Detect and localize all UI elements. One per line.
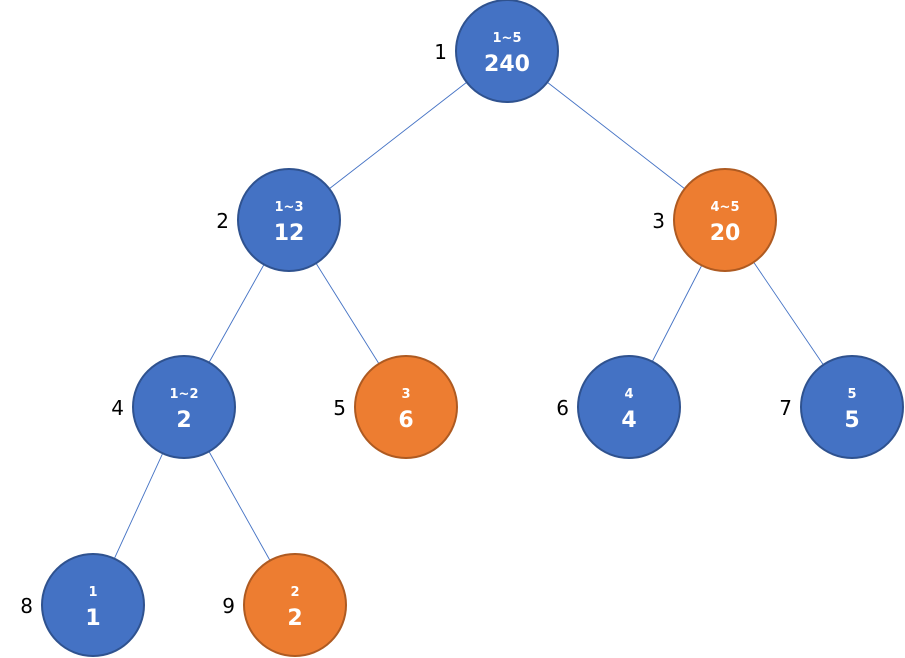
tree-node-1: 1~5 240 1 — [434, 0, 559, 103]
node-range-label: 4 — [624, 387, 633, 402]
node-index-label: 3 — [652, 209, 665, 233]
node-index-label: 7 — [779, 396, 792, 420]
node-range-label: 5 — [847, 387, 856, 402]
node-range-label: 4~5 — [711, 200, 740, 215]
node-range-label: 1~5 — [493, 31, 522, 46]
node-range-label: 3 — [401, 387, 410, 402]
node-index-label: 1 — [434, 40, 447, 64]
node-circle — [243, 553, 347, 657]
node-circle — [237, 168, 341, 272]
tree-node-4: 1~2 2 4 — [111, 355, 236, 459]
tree-node-3: 4~5 20 3 — [652, 168, 777, 272]
node-value-label: 240 — [484, 52, 530, 77]
node-circle — [132, 355, 236, 459]
node-value-label: 6 — [398, 408, 413, 433]
edge-1-3 — [546, 81, 686, 190]
node-index-label: 4 — [111, 396, 124, 420]
node-range-label: 2 — [290, 585, 299, 600]
node-index-label: 2 — [216, 209, 229, 233]
nodes-layer: 1~5 240 1 1~3 12 2 4~5 20 3 1~2 2 4 3 6 5 4 4 6 5 5 7 1 1 8 2 2 9 — [20, 0, 904, 657]
node-circle — [577, 355, 681, 459]
node-circle — [800, 355, 904, 459]
node-value-label: 5 — [844, 408, 859, 433]
node-value-label: 4 — [621, 408, 636, 433]
node-value-label: 2 — [287, 606, 302, 631]
node-value-label: 20 — [710, 221, 741, 246]
node-range-label: 1~3 — [275, 200, 304, 215]
node-circle — [455, 0, 559, 103]
edge-1-2 — [328, 81, 468, 190]
node-index-label: 5 — [333, 396, 346, 420]
node-index-label: 6 — [556, 396, 569, 420]
node-circle — [41, 553, 145, 657]
node-index-label: 9 — [222, 594, 235, 618]
edges-layer — [113, 81, 825, 562]
tree-node-6: 4 4 6 — [556, 355, 681, 459]
node-range-label: 1 — [88, 585, 97, 600]
tree-node-8: 1 1 8 — [20, 553, 145, 657]
node-circle — [354, 355, 458, 459]
node-index-label: 8 — [20, 594, 33, 618]
tree-node-9: 2 2 9 — [222, 553, 347, 657]
node-value-label: 1 — [85, 606, 100, 631]
node-value-label: 2 — [176, 408, 191, 433]
edge-3-7 — [752, 261, 825, 366]
tree-node-2: 1~3 12 2 — [216, 168, 341, 272]
edge-2-5 — [315, 262, 380, 365]
edge-4-9 — [208, 450, 271, 562]
node-range-label: 1~2 — [170, 387, 199, 402]
edge-4-8 — [113, 452, 164, 560]
tree-node-7: 5 5 7 — [779, 355, 904, 459]
node-circle — [673, 168, 777, 272]
tree-node-5: 3 6 5 — [333, 355, 458, 459]
edge-3-6 — [651, 264, 703, 363]
edge-2-4 — [208, 263, 265, 364]
node-value-label: 12 — [274, 221, 305, 246]
